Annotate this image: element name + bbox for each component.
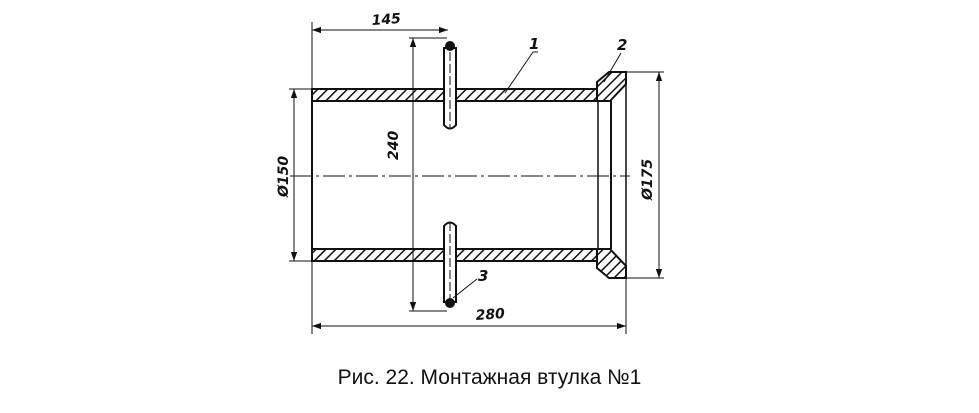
- flange: [596, 71, 627, 279]
- sleeve-drawing: 145 240 Ø150 Ø175 280 1 2: [276, 11, 664, 334]
- pipe-body: [311, 88, 609, 262]
- dimension-top-offset: 145: [311, 11, 448, 89]
- lug-bottom: [443, 221, 457, 308]
- dimension-vertical-240-label: 240: [386, 131, 402, 160]
- callout-flange: 2: [603, 36, 627, 83]
- lug-bottom-eye: [445, 298, 455, 308]
- callout-lug-label: 3: [478, 267, 488, 285]
- dimension-overall-length-label: 280: [475, 306, 506, 324]
- dimension-outer-diameter-label: Ø175: [640, 159, 656, 201]
- dimension-overall-length: 280: [311, 261, 627, 334]
- dimension-top-offset-label: 145: [371, 11, 402, 29]
- dimension-inner-diameter: Ø150: [276, 88, 312, 262]
- figure-caption: Рис. 22. Монтажная втулка №1: [337, 366, 642, 389]
- dimension-outer-diameter: Ø175: [626, 71, 664, 279]
- callout-flange-label: 2: [617, 36, 627, 54]
- pipe-wall-top: [311, 88, 609, 102]
- lug-top-eye: [445, 41, 455, 51]
- callout-pipe-label: 1: [529, 35, 539, 53]
- flange-bottom: [596, 248, 627, 279]
- flange-top: [596, 71, 627, 102]
- callout-lug: 3: [452, 267, 488, 299]
- dimension-vertical-240: 240: [386, 37, 447, 312]
- lug-top: [443, 41, 457, 130]
- dimension-inner-diameter-label: Ø150: [276, 156, 292, 198]
- callout-pipe: 1: [504, 35, 539, 94]
- pipe-wall-bottom: [311, 248, 609, 262]
